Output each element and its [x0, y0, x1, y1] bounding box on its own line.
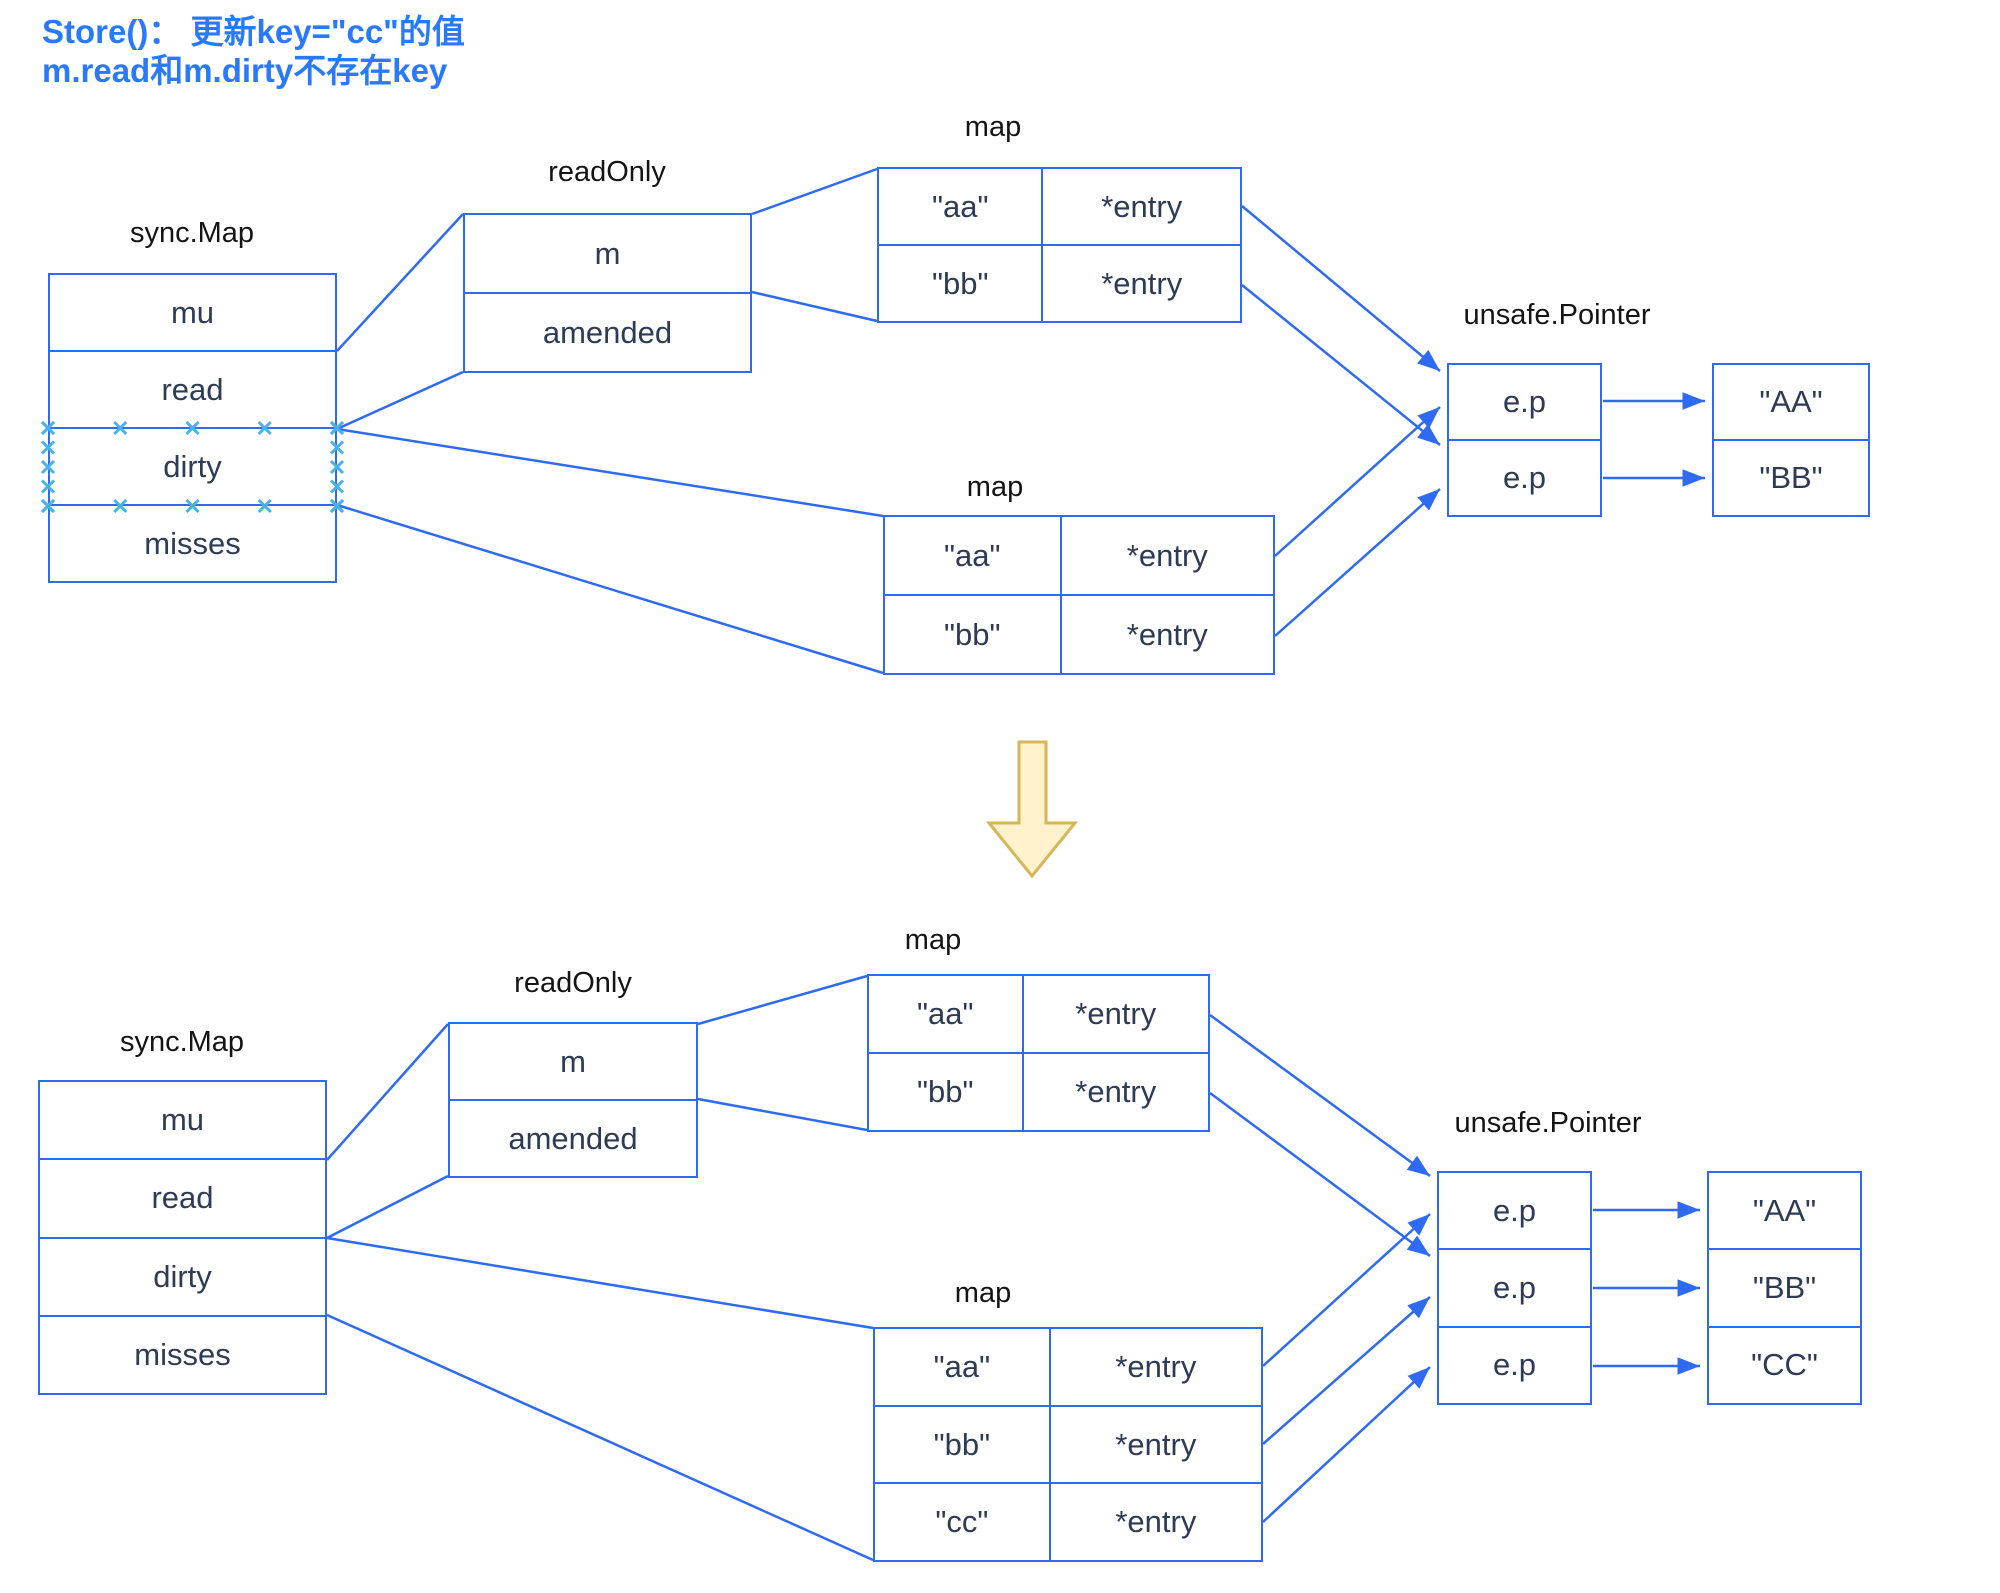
map-key-cell: "cc" [935, 1504, 989, 1540]
connector-line [326, 1236, 874, 1330]
map-row: "bb" *entry [875, 1404, 1261, 1483]
map-key-cell: "aa" [931, 188, 989, 224]
map-entry-cell: *entry [1059, 596, 1273, 673]
pointer-row: e.p [1492, 1192, 1537, 1228]
pointer-arrow [1241, 284, 1441, 446]
before-dirtymap-label: map [966, 471, 1024, 503]
pointer-row: e.p [1439, 1325, 1590, 1403]
after-syncmap-label: sync.Map [119, 1026, 245, 1058]
field-row-dirty: dirty [50, 427, 335, 504]
value-row: "BB" [1714, 439, 1868, 515]
title-line-1: Store()： 更新key="cc"的值 [42, 13, 465, 50]
map-key-cell: "aa" [933, 1348, 991, 1384]
map-row: "aa" *entry [885, 517, 1273, 594]
connector-line [336, 427, 884, 518]
map-entry-cell: *entry [1041, 246, 1240, 321]
pointer-arrow [1209, 1013, 1431, 1178]
before-values-table: "AA" "BB" [1712, 363, 1870, 517]
map-entry-cell: *entry [1048, 1329, 1261, 1405]
pointer-arrow [1262, 1296, 1431, 1445]
map-row: "aa" *entry [869, 976, 1208, 1052]
pointer-arrow [1274, 406, 1441, 557]
pointer-row: e.p [1502, 384, 1547, 419]
field-row-mu: mu [160, 1102, 205, 1138]
after-readonly-table: m amended [448, 1022, 698, 1178]
page-title: Store()： 更新key="cc"的值 m.read和m.dirty不存在k… [42, 12, 465, 90]
connector-line [326, 1023, 449, 1161]
field-row-misses: misses [40, 1314, 325, 1393]
field-row-amended: amended [450, 1099, 696, 1176]
before-readmap-table: "aa" *entry "bb" *entry [877, 167, 1242, 323]
after-pointer-label: unsafe.Pointer [1454, 1107, 1642, 1139]
after-readmap-table: "aa" *entry "bb" *entry [867, 974, 1210, 1132]
map-key-cell: "bb" [944, 616, 1001, 652]
map-key-cell: "aa" [917, 996, 974, 1031]
before-dirtymap-table: "aa" *entry "bb" *entry [883, 515, 1275, 675]
field-row-read: read [50, 350, 335, 427]
map-row: "aa" *entry [879, 169, 1240, 244]
pointer-arrow [1262, 1213, 1431, 1367]
after-readmap-label: map [904, 924, 962, 956]
before-syncmap-label: sync.Map [129, 217, 255, 249]
pointer-arrow [1241, 205, 1441, 372]
map-entry-cell: *entry [1048, 1484, 1261, 1561]
field-row-read: read [40, 1158, 325, 1236]
pointer-row: e.p [1449, 439, 1600, 515]
map-row: "aa" *entry [875, 1329, 1261, 1405]
map-key-cell: "aa" [944, 537, 1001, 573]
pointer-row: e.p [1439, 1248, 1590, 1325]
value-row: "CC" [1709, 1325, 1860, 1403]
connector-line [697, 974, 868, 1026]
after-syncmap-table: mu read dirty misses [38, 1080, 327, 1395]
map-entry-cell: *entry [1041, 169, 1240, 244]
before-readmap-label: map [964, 111, 1022, 143]
before-pointer-label: unsafe.Pointer [1463, 299, 1651, 331]
connector-line [336, 213, 464, 352]
value-row: "BB" [1709, 1248, 1860, 1325]
after-values-table: "AA" "BB" "CC" [1707, 1171, 1862, 1405]
connector-line [751, 167, 878, 216]
connector-line [751, 290, 878, 323]
after-readonly-label: readOnly [514, 967, 632, 999]
after-dirtymap-table: "aa" *entry "bb" *entry "cc" *entry [873, 1327, 1263, 1562]
field-row-dirty: dirty [40, 1236, 325, 1315]
map-key-cell: "bb" [931, 265, 989, 301]
map-entry-cell: *entry [1021, 976, 1208, 1052]
connector-line [326, 1313, 874, 1562]
map-key-cell: "bb" [933, 1426, 991, 1462]
transition-down-arrow-icon [985, 740, 1079, 879]
after-pointer-table: e.p e.p e.p [1437, 1171, 1592, 1405]
field-row-amended: amended [465, 292, 750, 371]
pointer-arrow [1274, 488, 1441, 637]
before-syncmap-table: mu read dirty misses [48, 273, 337, 583]
connector-line [336, 503, 884, 675]
pointer-arrow [1262, 1366, 1431, 1523]
pointer-arrow [1209, 1091, 1431, 1258]
map-row: "bb" *entry [879, 244, 1240, 321]
map-row: "bb" *entry [885, 594, 1273, 673]
map-entry-cell: *entry [1048, 1406, 1261, 1483]
field-row-m: m [594, 235, 621, 271]
before-readonly-label: readOnly [548, 156, 666, 188]
map-key-cell: "bb" [917, 1074, 974, 1109]
map-entry-cell: *entry [1059, 517, 1273, 594]
connector-line [326, 1174, 449, 1240]
before-readonly-table: m amended [463, 213, 752, 373]
value-row: "AA" [1759, 384, 1823, 419]
map-entry-cell: *entry [1021, 1054, 1208, 1130]
map-row: "bb" *entry [869, 1052, 1208, 1130]
map-row: "cc" *entry [875, 1482, 1261, 1561]
value-row: "AA" [1752, 1192, 1817, 1228]
connector-line [336, 370, 464, 431]
field-row-m: m [560, 1043, 586, 1079]
before-pointer-table: e.p e.p [1447, 363, 1602, 517]
field-row-mu: mu [170, 294, 215, 330]
after-dirtymap-label: map [954, 1277, 1012, 1309]
field-row-misses: misses [50, 504, 335, 581]
title-line-2: m.read和m.dirty不存在key [42, 52, 448, 89]
connector-line [697, 1097, 868, 1132]
